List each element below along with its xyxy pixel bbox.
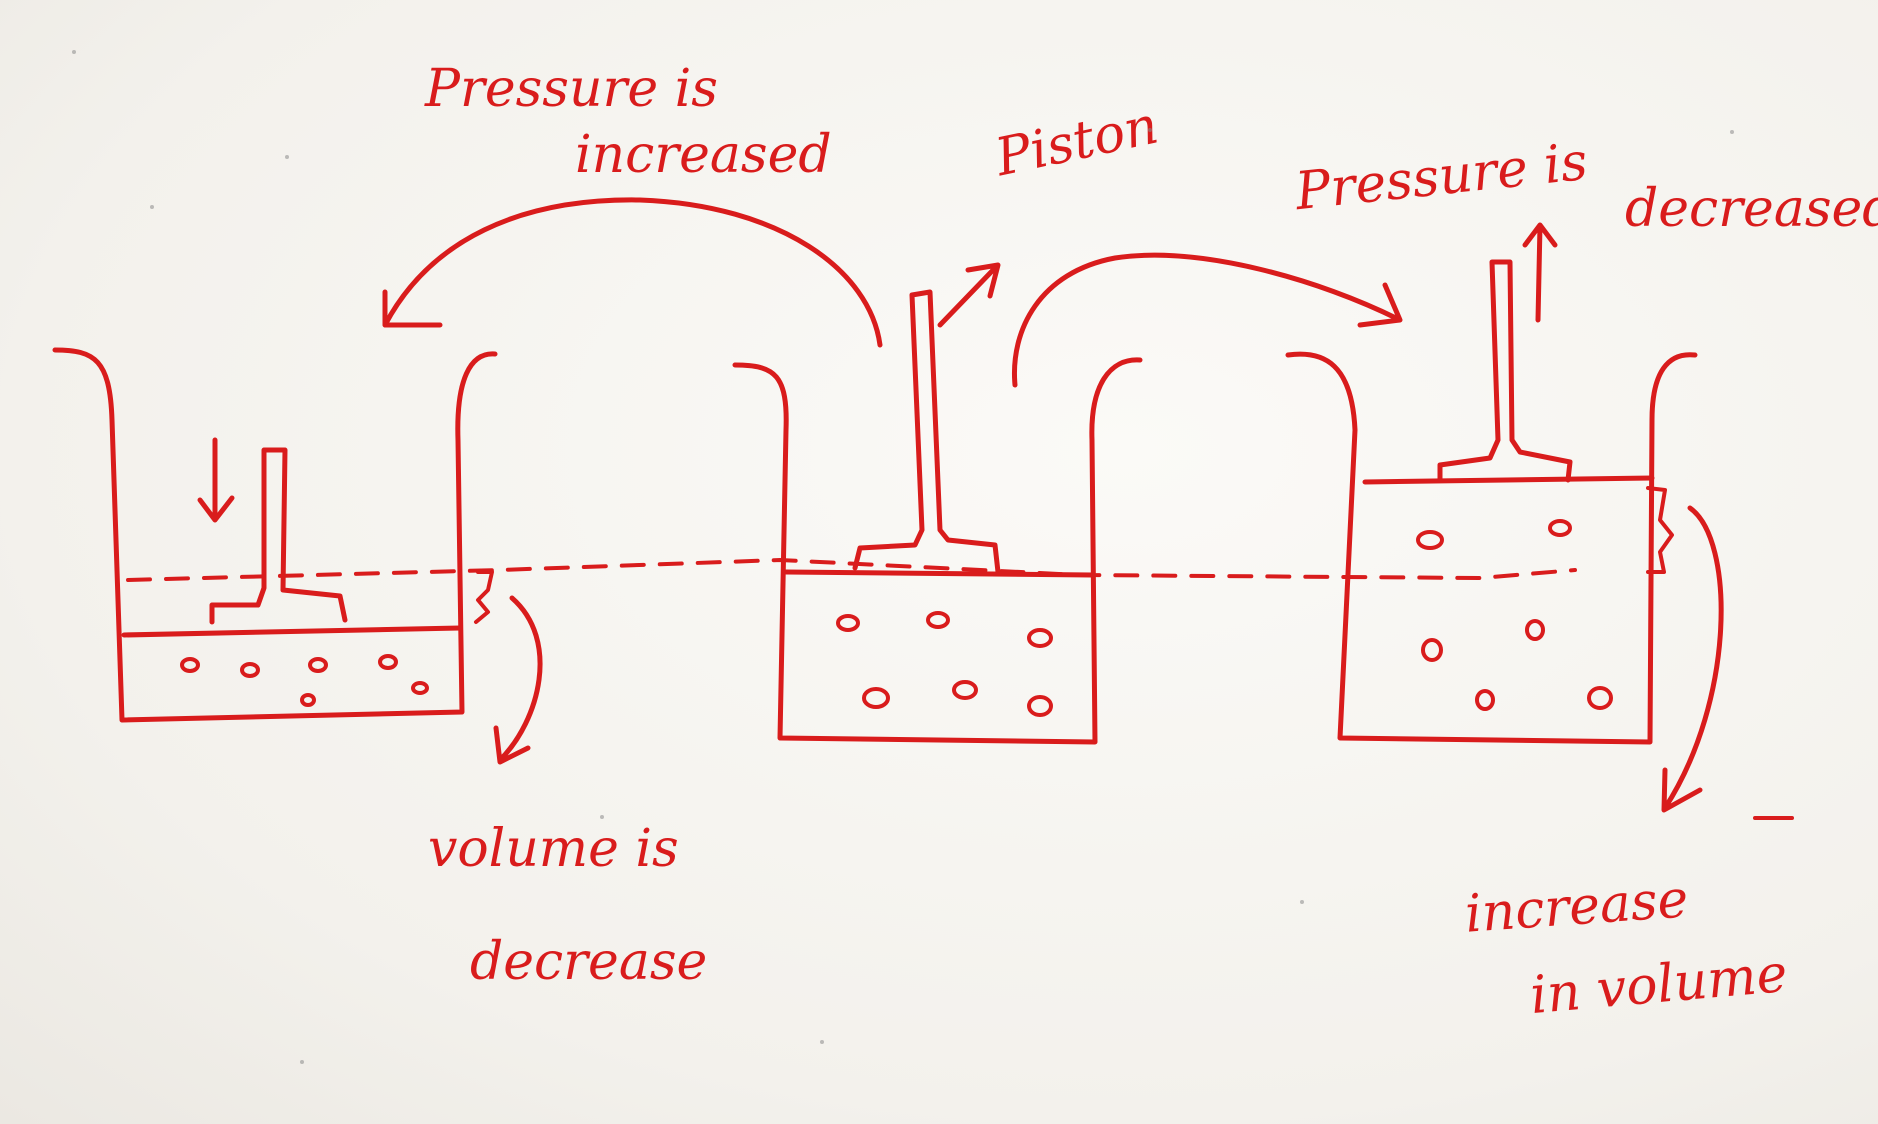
piston-pointer-arrow xyxy=(937,262,1001,328)
arrow-to-right-container xyxy=(1011,252,1403,388)
paper-speck xyxy=(285,155,289,159)
paper-speck xyxy=(300,1060,304,1064)
label-volume-decrease-line2: decrease xyxy=(470,932,708,992)
middle-piston xyxy=(852,289,1001,575)
label-pressure-decreased-line2: decreased xyxy=(1625,179,1878,239)
right-gas-molecules xyxy=(1416,519,1613,711)
paper-speck xyxy=(72,50,76,54)
paper-speck xyxy=(820,1040,824,1044)
paper-speck xyxy=(1148,128,1152,132)
left-container xyxy=(52,347,543,765)
right-volume-arrow xyxy=(1661,505,1724,813)
left-down-arrow xyxy=(197,437,235,523)
middle-container xyxy=(732,262,1143,745)
left-piston xyxy=(209,447,348,625)
paper-speck xyxy=(150,205,154,209)
middle-gas-top-line xyxy=(783,569,1095,578)
right-container-walls xyxy=(1285,351,1698,745)
left-gas-molecules xyxy=(180,654,429,707)
reference-level-dashed-line xyxy=(126,557,1577,582)
left-brace xyxy=(474,570,494,624)
right-brace xyxy=(1646,486,1674,574)
label-pressure-increased-line1: Pressure is xyxy=(425,59,718,119)
paper-speck xyxy=(600,815,604,819)
right-gas-top-line xyxy=(1362,475,1655,485)
right-piston xyxy=(1437,259,1573,483)
label-volume-decrease-line1: volume is xyxy=(428,819,679,879)
left-volume-arrow xyxy=(493,595,543,765)
paper-speck xyxy=(1730,130,1734,134)
paper-speck xyxy=(1300,900,1304,904)
label-pressure-increased-line2: increased xyxy=(575,125,832,185)
middle-container-walls xyxy=(732,357,1143,745)
left-container-walls xyxy=(52,347,498,723)
right-container xyxy=(1285,222,1794,820)
arrow-to-left-container xyxy=(382,197,883,348)
middle-gas-molecules xyxy=(836,611,1053,717)
left-gas-top-line xyxy=(121,625,463,638)
right-up-arrow xyxy=(1522,222,1558,323)
